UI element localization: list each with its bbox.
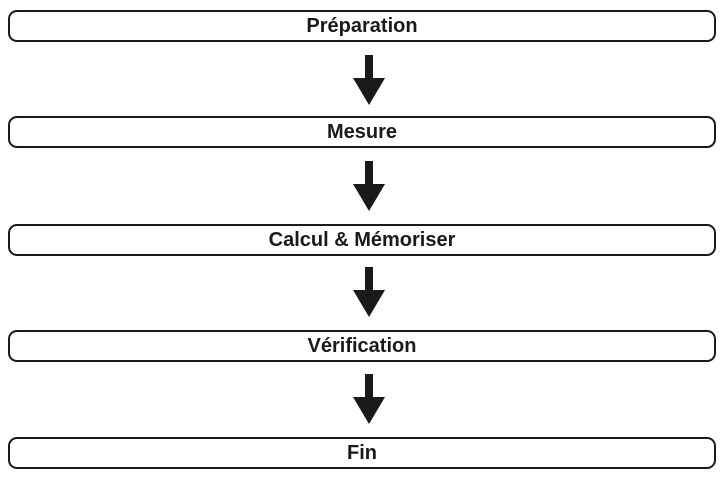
step-label: Vérification [307,335,417,357]
step-label: Mesure [326,121,398,143]
step-fin: Fin [8,437,716,469]
step-mesure: Mesure [8,116,716,148]
step-preparation: Préparation [8,10,716,42]
down-arrow-icon [351,267,387,317]
step-verification: Vérification [8,330,716,362]
step-label: Calcul & Mémoriser [268,229,456,251]
down-arrow-icon [351,161,387,211]
step-label: Préparation [306,15,418,37]
down-arrow-icon [351,374,387,424]
down-arrow-icon [351,55,387,105]
step-calcul-memoriser: Calcul & Mémoriser [8,224,716,256]
step-label: Fin [347,442,377,464]
